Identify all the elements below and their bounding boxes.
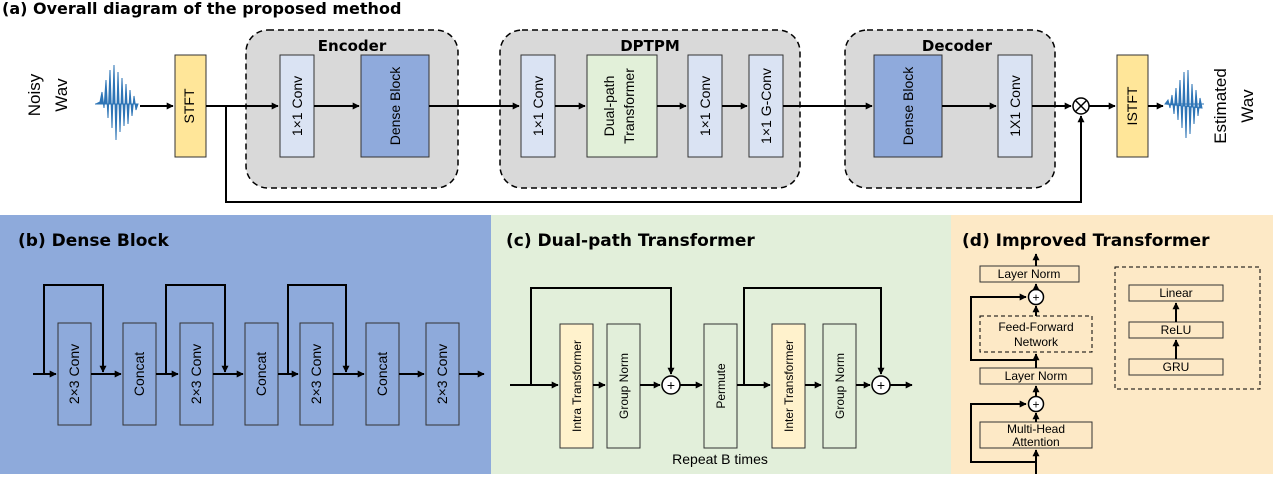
part-d-connections <box>970 253 1040 474</box>
dense-conv-4-label: 2×3 Conv <box>434 344 450 404</box>
istft-label: ISTFT <box>1124 86 1140 125</box>
ffn-linear-block <box>1128 284 1224 302</box>
dense-conv-3-label: 2×3 Conv <box>308 344 324 404</box>
add-node-1-symbol: + <box>667 377 675 393</box>
dense-concat-3-label: Concat <box>374 352 390 396</box>
layer-norm-top <box>979 265 1080 283</box>
permute-label: Permute <box>714 363 728 409</box>
dense-conv-4 <box>425 322 460 426</box>
add-node-bottom-symbol: + <box>1032 398 1039 412</box>
part-c-connections <box>510 287 913 389</box>
ffn-label-line2: Network <box>1014 335 1059 349</box>
part-b-title: (b) Dense Block <box>18 231 169 251</box>
group-norm-2-block <box>822 323 857 449</box>
estimated-waveform <box>1164 69 1204 139</box>
dense-conv-2-label: 2×3 Conv <box>188 344 204 404</box>
dptpm-conv2-label: 1×1 Conv <box>697 76 713 136</box>
decoder-title: Decoder <box>922 37 993 55</box>
decoder-dense-label: Dense Block <box>900 66 916 146</box>
inter-transformer-label: Inter Transformer <box>782 340 796 432</box>
ffn-gru-label: GRU <box>1163 360 1190 374</box>
input-label-line2: Wav <box>52 78 71 112</box>
dual-path-transformer-block <box>586 54 658 158</box>
decoder-dense-block <box>873 54 943 158</box>
input-label-line1: Noisy <box>25 73 44 116</box>
part-c-title: (c) Dual-path Transformer <box>506 231 755 251</box>
layer-norm-top-label: Layer Norm <box>998 267 1061 281</box>
intra-transformer-label: Intra Transformer <box>570 340 584 432</box>
dptpm-conv1-label: 1×1 Conv <box>530 76 546 136</box>
ffn-block <box>979 315 1093 353</box>
noisy-waveform <box>95 64 139 141</box>
dptpm-title: DPTPM <box>620 37 680 55</box>
encoder-title: Encoder <box>318 37 387 55</box>
repeat-label: Repeat B times <box>672 451 768 467</box>
dense-conv-3 <box>299 322 334 426</box>
part-b-connections <box>33 284 485 378</box>
decoder-conv-label: 1X1 Conv <box>1007 75 1023 136</box>
ffn-linear-label: Linear <box>1159 286 1192 300</box>
part-d-title: (d) Improved Transformer <box>962 231 1210 251</box>
add-node-top-symbol: + <box>1032 291 1039 305</box>
encoder-dense-label: Dense Block <box>387 66 403 146</box>
permute-block <box>703 323 738 449</box>
ffn-label-line1: Feed-Forward <box>998 320 1073 334</box>
encoder-conv-label: 1×1 Conv <box>289 76 305 136</box>
group-norm-2-label: Group Norm <box>833 353 847 419</box>
mha-label-line2: Attention <box>1012 435 1059 449</box>
output-label-line2: Wav <box>1238 89 1257 123</box>
multiply-icon <box>1074 99 1088 113</box>
dense-concat-2 <box>244 322 279 426</box>
dense-concat-1 <box>122 322 157 426</box>
dense-conv-1-label: 2×3 Conv <box>66 344 82 404</box>
dense-concat-2-label: Concat <box>253 352 269 396</box>
group-norm-1-block <box>606 323 641 449</box>
part-a-connections <box>140 102 1164 203</box>
layer-norm-mid-label: Layer Norm <box>1005 369 1068 383</box>
dptpm-gconv-label: 1×1 G-Conv <box>758 68 774 144</box>
dense-concat-1-label: Concat <box>131 352 147 396</box>
output-label-line1: Estimated <box>1211 68 1230 144</box>
dual-path-transformer-label-1: Dual-path <box>601 76 617 137</box>
encoder-dense-block <box>360 54 430 158</box>
part-a-title: (a) Overall diagram of the proposed meth… <box>2 0 401 18</box>
add-node-bottom <box>1027 395 1045 413</box>
dual-path-transformer-label-2: Transformer <box>621 68 637 144</box>
intra-transformer-block <box>559 323 594 449</box>
encoder-conv-block <box>279 54 315 158</box>
group-norm-1-label: Group Norm <box>617 353 631 419</box>
add-node-2-symbol: + <box>877 377 885 393</box>
mha-label-line1: Multi-Head <box>1007 422 1065 436</box>
dense-conv-2 <box>179 322 214 426</box>
stft-label: STFT <box>181 88 197 123</box>
istft-block <box>1116 54 1149 158</box>
dense-conv-1 <box>57 322 92 426</box>
ffn-relu-label: ReLU <box>1161 323 1192 337</box>
